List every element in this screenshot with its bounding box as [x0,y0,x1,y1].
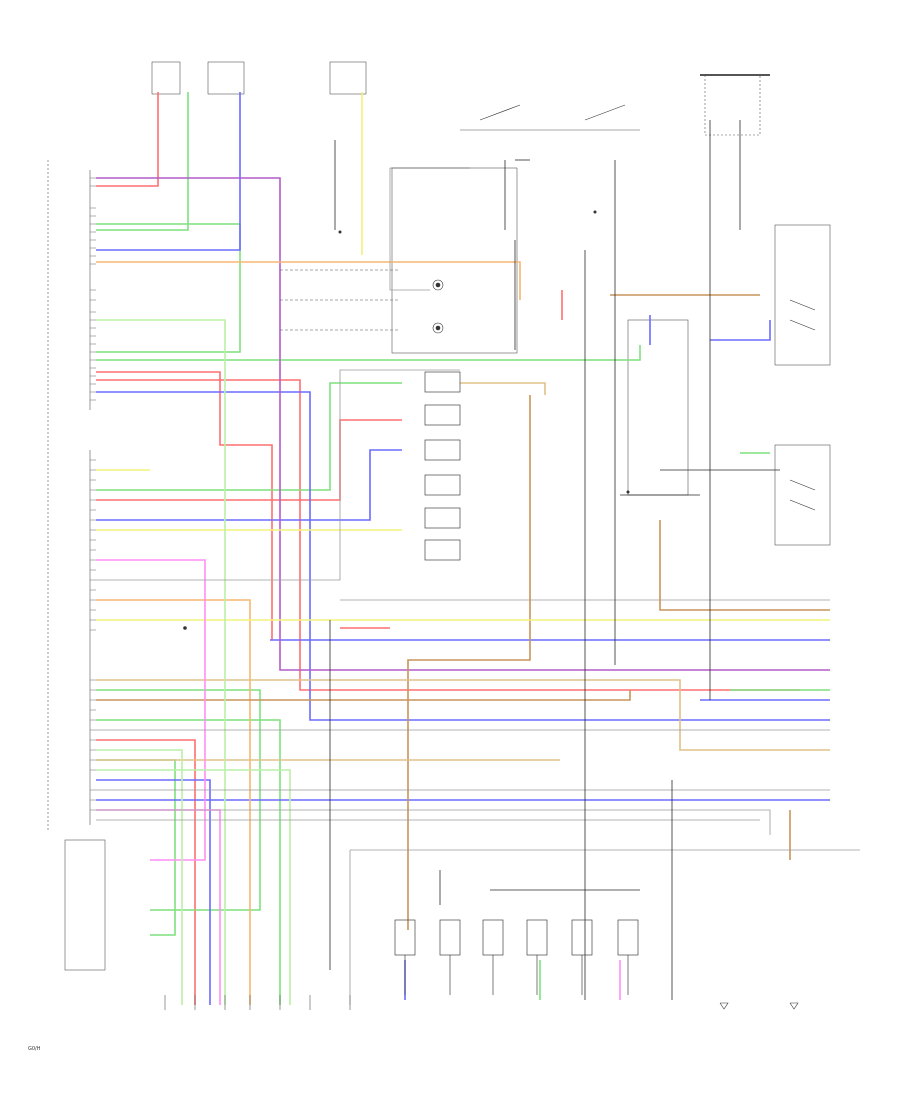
wire-red-1 [96,92,159,187]
wire-green-1 [96,92,189,231]
wire-red-4 [96,379,800,691]
wire-green-7 [96,759,176,936]
relay-icon [424,371,461,393]
wire-red-2 [96,371,273,640]
switch-assembly-1 [774,224,831,366]
solenoid-icon [394,919,416,956]
component-box-2 [207,61,245,95]
relay-icon [424,474,461,496]
wire-green-2 [96,223,241,353]
wire-blue-3 [96,449,402,521]
wire-orange-3 [460,382,546,395]
wire-orange-6 [659,520,830,611]
wire-orange-9 [96,690,631,701]
wire-lightgreen-2 [96,749,183,1005]
module-outline [47,61,831,971]
wire-gray-6 [96,809,771,835]
connector-pins [90,177,96,811]
solenoid-icon [482,919,504,956]
wire-red-5 [96,739,196,1005]
wire-gray-3 [96,369,460,581]
wires [96,92,830,1005]
relay-icon [424,404,461,426]
ground-icon [789,1002,799,1010]
top-harness [280,74,770,331]
switch-assembly-2 [774,444,831,546]
relay-row [424,371,461,561]
relay-icon [424,539,461,561]
wire-green-4 [96,382,402,491]
wire-pink-1 [96,559,206,861]
ground-icon [719,1002,729,1010]
solenoid-row [394,919,639,995]
wire-orange-8 [96,679,830,751]
switch-icon [789,299,816,311]
relay-icon [424,439,461,461]
neutral-wires [96,120,860,1005]
wire-blue-8 [710,320,771,341]
left-connector [64,839,106,971]
wire-blue-2 [96,391,830,721]
page-code: G0/H [28,1046,41,1052]
wire-red-3 [96,419,402,501]
component-box-1 [151,61,181,95]
component-box-3 [329,61,367,95]
wire-lightgreen-1 [96,319,226,1005]
wire-gray-1 [389,168,430,291]
switch-icon [789,479,816,491]
wire-orange-2 [96,599,251,1005]
solenoid-icon [526,919,548,956]
relay-icon [424,507,461,529]
wire-purple-1 [96,177,830,671]
wire-green-3 [96,345,641,361]
solenoid-icon [617,919,639,956]
solenoid-icon [439,919,461,956]
connector-icon [432,322,444,334]
middle-module [391,167,518,354]
component-box-4 [704,74,761,136]
symbols [183,104,816,1010]
wire-blue-1 [96,92,241,251]
wire-orange-4 [407,395,531,930]
solenoid-icon [571,919,593,956]
connector-icon [432,279,444,291]
switch-icon [789,319,816,331]
bottom-terminals [164,995,351,1010]
wire-orange-1 [96,261,521,300]
wire-lightgreen-3 [96,769,291,1005]
wire-pink-2 [96,809,221,1005]
wire-blue-4 [96,779,211,1005]
switch-icon [789,499,816,511]
relay-module [627,319,689,496]
wire-green-6 [96,719,281,1005]
